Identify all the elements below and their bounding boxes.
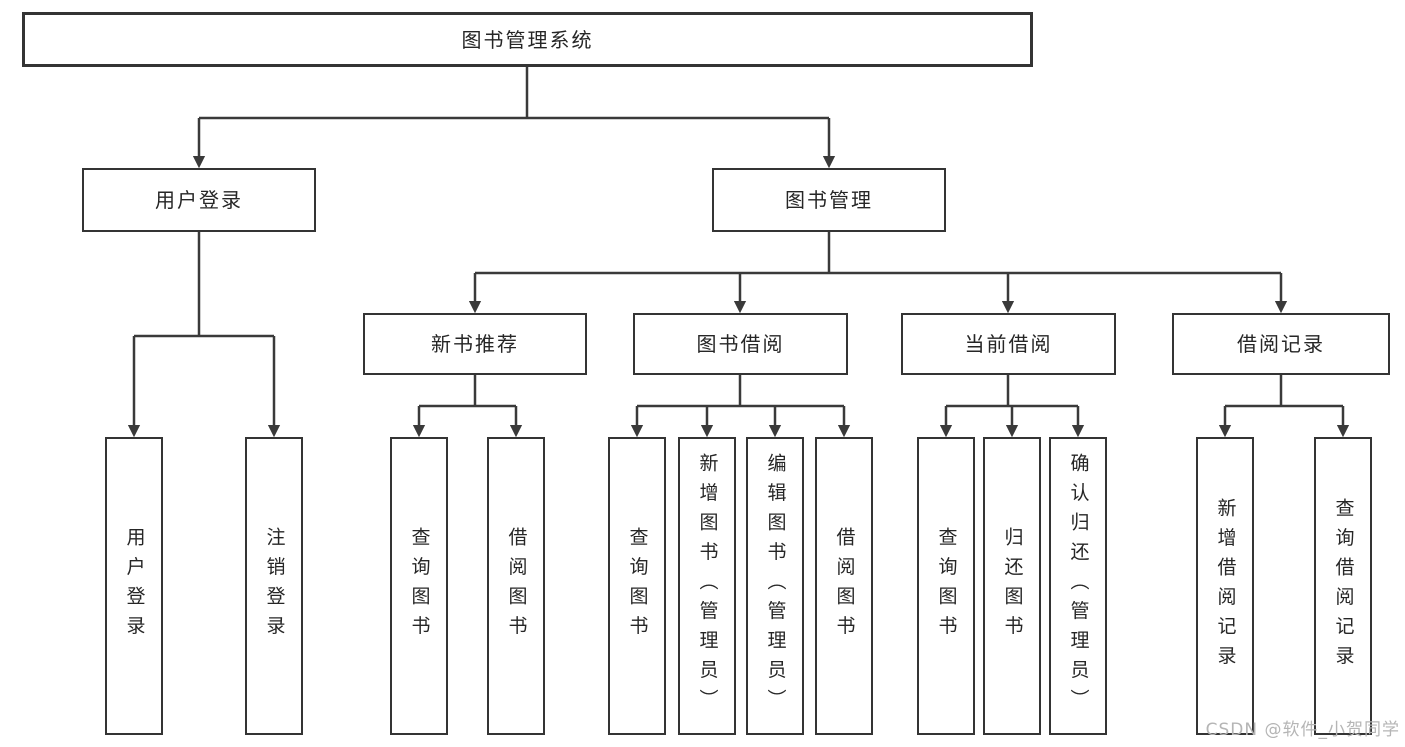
node-leaf-return-book: 归还图书 <box>983 437 1041 735</box>
node-leaf-query-books-borrow: 查询图书 <box>608 437 666 735</box>
node-new-book-recommend: 新书推荐 <box>363 313 587 375</box>
node-leaf-logout: 注销登录 <box>245 437 303 735</box>
node-label: 查询借阅记录 <box>1332 497 1355 675</box>
node-leaf-user-login: 用户登录 <box>105 437 163 735</box>
node-leaf-query-books-recommend: 查询图书 <box>390 437 448 735</box>
node-root-system: 图书管理系统 <box>22 12 1033 67</box>
node-label: 用户登录 <box>155 188 243 212</box>
node-label: 借阅图书 <box>505 527 528 645</box>
node-label: 查询图书 <box>626 527 649 645</box>
node-label: 图书借阅 <box>696 332 785 356</box>
node-label: 图书管理系统 <box>461 27 594 52</box>
node-label: 新书推荐 <box>431 332 519 356</box>
node-leaf-add-book-admin: 新增图书（管理员） <box>678 437 736 735</box>
node-label: 注销登录 <box>263 527 286 645</box>
node-current-borrowing: 当前借阅 <box>901 313 1116 375</box>
node-label: 新增借阅记录 <box>1214 497 1237 675</box>
node-leaf-confirm-return-admin: 确认归还（管理员） <box>1049 437 1107 735</box>
node-label: 图书管理 <box>785 188 873 212</box>
node-user-login-branch: 用户登录 <box>82 168 316 232</box>
node-leaf-query-borrow-record: 查询借阅记录 <box>1314 437 1372 735</box>
node-label: 用户登录 <box>123 527 146 645</box>
node-label: 归还图书 <box>1001 527 1024 645</box>
node-label: 确认归还（管理员） <box>1067 453 1090 719</box>
node-label: 借阅图书 <box>833 527 856 645</box>
node-borrowing-records: 借阅记录 <box>1172 313 1390 375</box>
node-label: 借阅记录 <box>1237 332 1325 356</box>
node-leaf-borrow-books-recommend: 借阅图书 <box>487 437 545 735</box>
node-label: 当前借阅 <box>964 332 1053 356</box>
node-leaf-add-borrow-record: 新增借阅记录 <box>1196 437 1254 735</box>
csdn-watermark: CSDN @软件_小贺同学 <box>1205 720 1400 740</box>
node-label: 查询图书 <box>935 527 958 645</box>
node-leaf-edit-book-admin: 编辑图书（管理员） <box>746 437 804 735</box>
node-book-borrowing: 图书借阅 <box>633 313 848 375</box>
node-book-management-branch: 图书管理 <box>712 168 946 232</box>
node-label: 编辑图书（管理员） <box>764 453 787 719</box>
node-leaf-query-books-current: 查询图书 <box>917 437 975 735</box>
node-leaf-borrow-books: 借阅图书 <box>815 437 873 735</box>
node-label: 查询图书 <box>408 527 431 645</box>
node-label: 新增图书（管理员） <box>696 453 719 719</box>
